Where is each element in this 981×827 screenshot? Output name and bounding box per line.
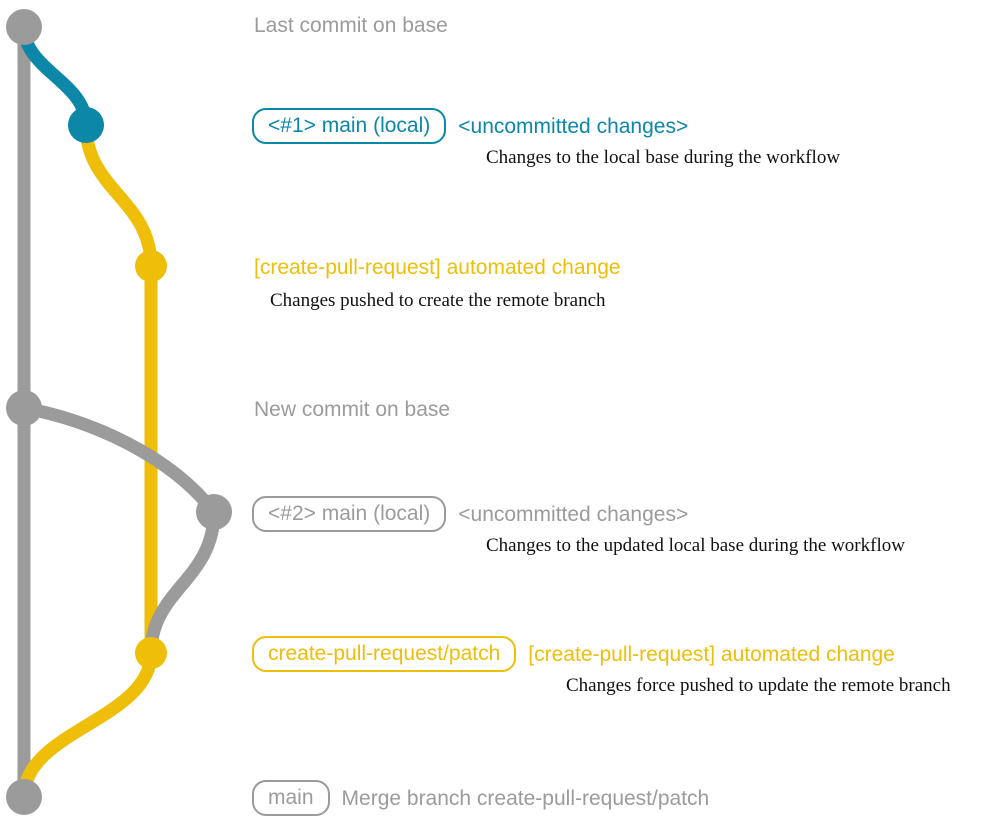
row-local-1: <#1> main (local) <uncommitted changes> [252,108,688,144]
commit-node-merge[interactable] [6,779,42,815]
commit-message-automated-change-2: [create-pull-request] automated change [528,643,895,666]
commit-node-base-top[interactable] [6,9,42,45]
row-local-2: <#2> main (local) <uncommitted changes> [252,496,688,532]
patch-merge-line [17,646,158,804]
note-automated-change-2: Changes force pushed to update the remot… [566,675,951,696]
commit-node-patch-1[interactable] [135,250,167,282]
commit-node-local-1[interactable] [68,107,104,143]
ref-badge-main-local-2[interactable]: <#2> main (local) [252,496,447,532]
branch-graph-svg [6,9,232,815]
row-automated-change-2: create-pull-request/patch [create-pull-r… [252,636,895,672]
row-merge-commit: main Merge branch create-pull-request/pa… [252,780,709,816]
ref-badge-create-pull-request-patch[interactable]: create-pull-request/patch [252,636,517,672]
commit-message-new-commit-on-base: New commit on base [254,398,451,421]
commit-message-last-commit-on-base: Last commit on base [254,14,448,37]
commit-node-local-2[interactable] [196,494,232,530]
note-local-2: Changes to the updated local base during… [486,535,905,556]
commit-message-local-2: <uncommitted changes> [458,503,689,526]
note-automated-change-1: Changes pushed to create the remote bran… [270,290,606,311]
commit-message-automated-change-1: [create-pull-request] automated change [254,256,621,279]
commit-message-local-1: <uncommitted changes> [458,115,689,138]
commit-node-base-new[interactable] [6,390,42,426]
commit-message-merge: Merge branch create-pull-request/patch [341,787,710,810]
note-local-1: Changes to the local base during the wor… [486,147,841,168]
ref-badge-main[interactable]: main [252,780,330,816]
commit-node-patch-2[interactable] [135,637,167,669]
patch-branch-line-1 [79,118,158,273]
ref-badge-main-local-1[interactable]: <#1> main (local) [252,108,447,144]
local2-to-patch2-line [144,505,221,660]
base-to-local2-line [17,401,221,519]
